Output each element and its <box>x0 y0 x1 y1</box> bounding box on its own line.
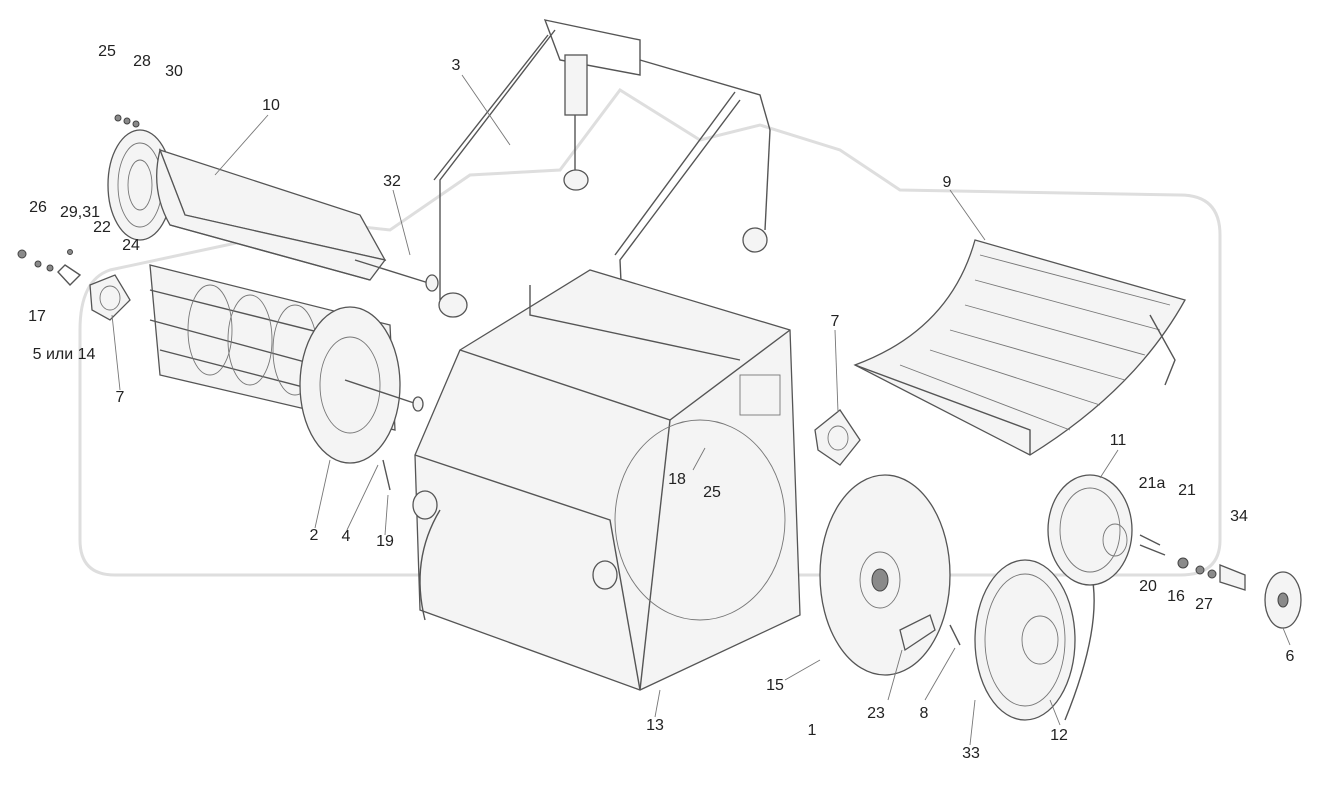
callout-23: 23 <box>867 705 885 722</box>
callout-34: 34 <box>1230 508 1248 525</box>
concave-part-9 <box>853 239 1186 456</box>
watermark-logo <box>78 87 1222 577</box>
callout-3: 3 <box>451 57 461 74</box>
rotor-part-2 <box>149 264 424 464</box>
callout-7-middle: 7 <box>830 313 840 330</box>
disc-part-1 <box>819 474 961 676</box>
callout-5-or-14: 5 или 14 <box>32 346 96 363</box>
callout-16: 16 <box>1167 588 1185 605</box>
callout-22: 22 <box>93 219 111 236</box>
callout-6: 6 <box>1285 648 1295 665</box>
callout-28: 28 <box>133 53 151 70</box>
callout-24: 24 <box>122 237 140 254</box>
callout-15: 15 <box>766 677 784 694</box>
drum-part-10 <box>107 129 439 292</box>
callout-1: 1 <box>807 722 817 739</box>
callout-10: 10 <box>262 97 280 114</box>
leader-lines <box>111 74 1291 746</box>
callout-30: 30 <box>165 63 183 80</box>
callout-26: 26 <box>29 199 47 216</box>
callout-25-top: 25 <box>98 43 116 60</box>
callout-21: 21 <box>1178 482 1196 499</box>
housing-part-13 <box>382 269 801 691</box>
callout-33: 33 <box>962 745 980 762</box>
callout-32: 32 <box>383 173 401 190</box>
callout-19: 19 <box>376 533 394 550</box>
callout-2: 2 <box>309 527 319 544</box>
pulley-part-11 <box>1047 474 1133 586</box>
bearing-7-middle <box>814 409 861 466</box>
callout-12: 12 <box>1050 727 1068 744</box>
callout-4: 4 <box>341 528 351 545</box>
callout-27: 27 <box>1195 596 1213 613</box>
callout-8: 8 <box>919 705 929 722</box>
callout-29-31: 29,31 <box>59 204 101 221</box>
callout-18: 18 <box>668 471 686 488</box>
bearing-assembly-left <box>17 114 140 321</box>
callout-13: 13 <box>646 717 664 734</box>
callout-21a: 21a <box>1138 475 1166 492</box>
callout-11: 11 <box>1109 432 1127 449</box>
callout-20: 20 <box>1139 578 1157 595</box>
callout-9: 9 <box>942 174 952 191</box>
callout-17: 17 <box>28 308 46 325</box>
callout-7-left: 7 <box>115 389 125 406</box>
callout-25-middle: 25 <box>703 484 721 501</box>
